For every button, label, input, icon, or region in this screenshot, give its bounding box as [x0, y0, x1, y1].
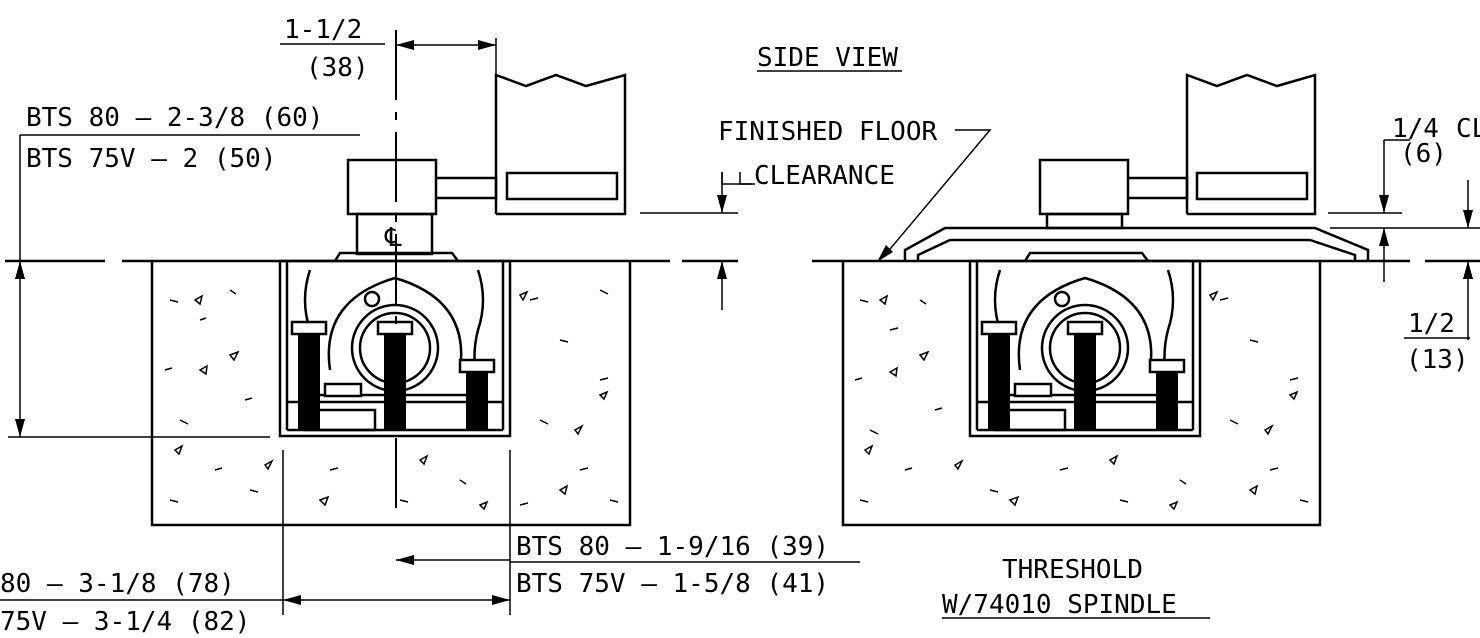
half-mm: (13) [1406, 345, 1469, 375]
bolts-right [980, 320, 1186, 430]
door-bottom-right [1185, 73, 1317, 216]
arm-hub [346, 158, 438, 216]
threshold [903, 226, 1370, 261]
bts75-height-label: BTS 75V – 2 (50) [26, 144, 276, 174]
dimension-lines-left [0, 38, 860, 615]
labels: SIDE VIEW 1-1/2 (38) BTS 80 – 2-3/8 (60)… [0, 15, 1480, 637]
door-bottom [494, 73, 627, 216]
finished-floor-label: FINISHED FLOOR [718, 117, 937, 147]
clearance-label: CLEARANCE [754, 161, 895, 191]
bts75-width-label: 75V – 3-1/4 (82) [0, 607, 250, 637]
offset-fraction: 1-1/2 [284, 15, 362, 45]
bts80-width-label: 80 – 3-1/8 (78) [0, 569, 235, 599]
bts80-offset-label: BTS 80 – 1-9/16 (39) [516, 532, 829, 562]
concrete-pit-right [841, 261, 1322, 527]
svg-text:℄: ℄ [384, 223, 402, 253]
offset-mm: (38) [306, 53, 369, 83]
threshold-title-line1: THRESHOLD [1002, 555, 1143, 585]
quarter-mm: (6) [1400, 139, 1447, 169]
half-fraction: 1/2 [1408, 309, 1455, 339]
bts75-offset-label: BTS 75V – 1-5/8 (41) [516, 569, 829, 599]
side-view-title: SIDE VIEW [757, 43, 898, 73]
quarter-suffix: CL [1456, 114, 1480, 144]
threshold-title-line2: W/74010 SPINDLE [942, 590, 1177, 620]
concrete-pit [150, 261, 632, 527]
side-view-assembly: ℄ [5, 30, 738, 527]
closer-box-right [968, 259, 1202, 438]
bts80-height-label: BTS 80 – 2-3/8 (60) [26, 103, 323, 133]
bolts [290, 320, 496, 430]
threshold-assembly [812, 73, 1480, 527]
quarter-fraction: 1/4 [1392, 114, 1439, 144]
dimension-lines-right [1328, 139, 1480, 340]
